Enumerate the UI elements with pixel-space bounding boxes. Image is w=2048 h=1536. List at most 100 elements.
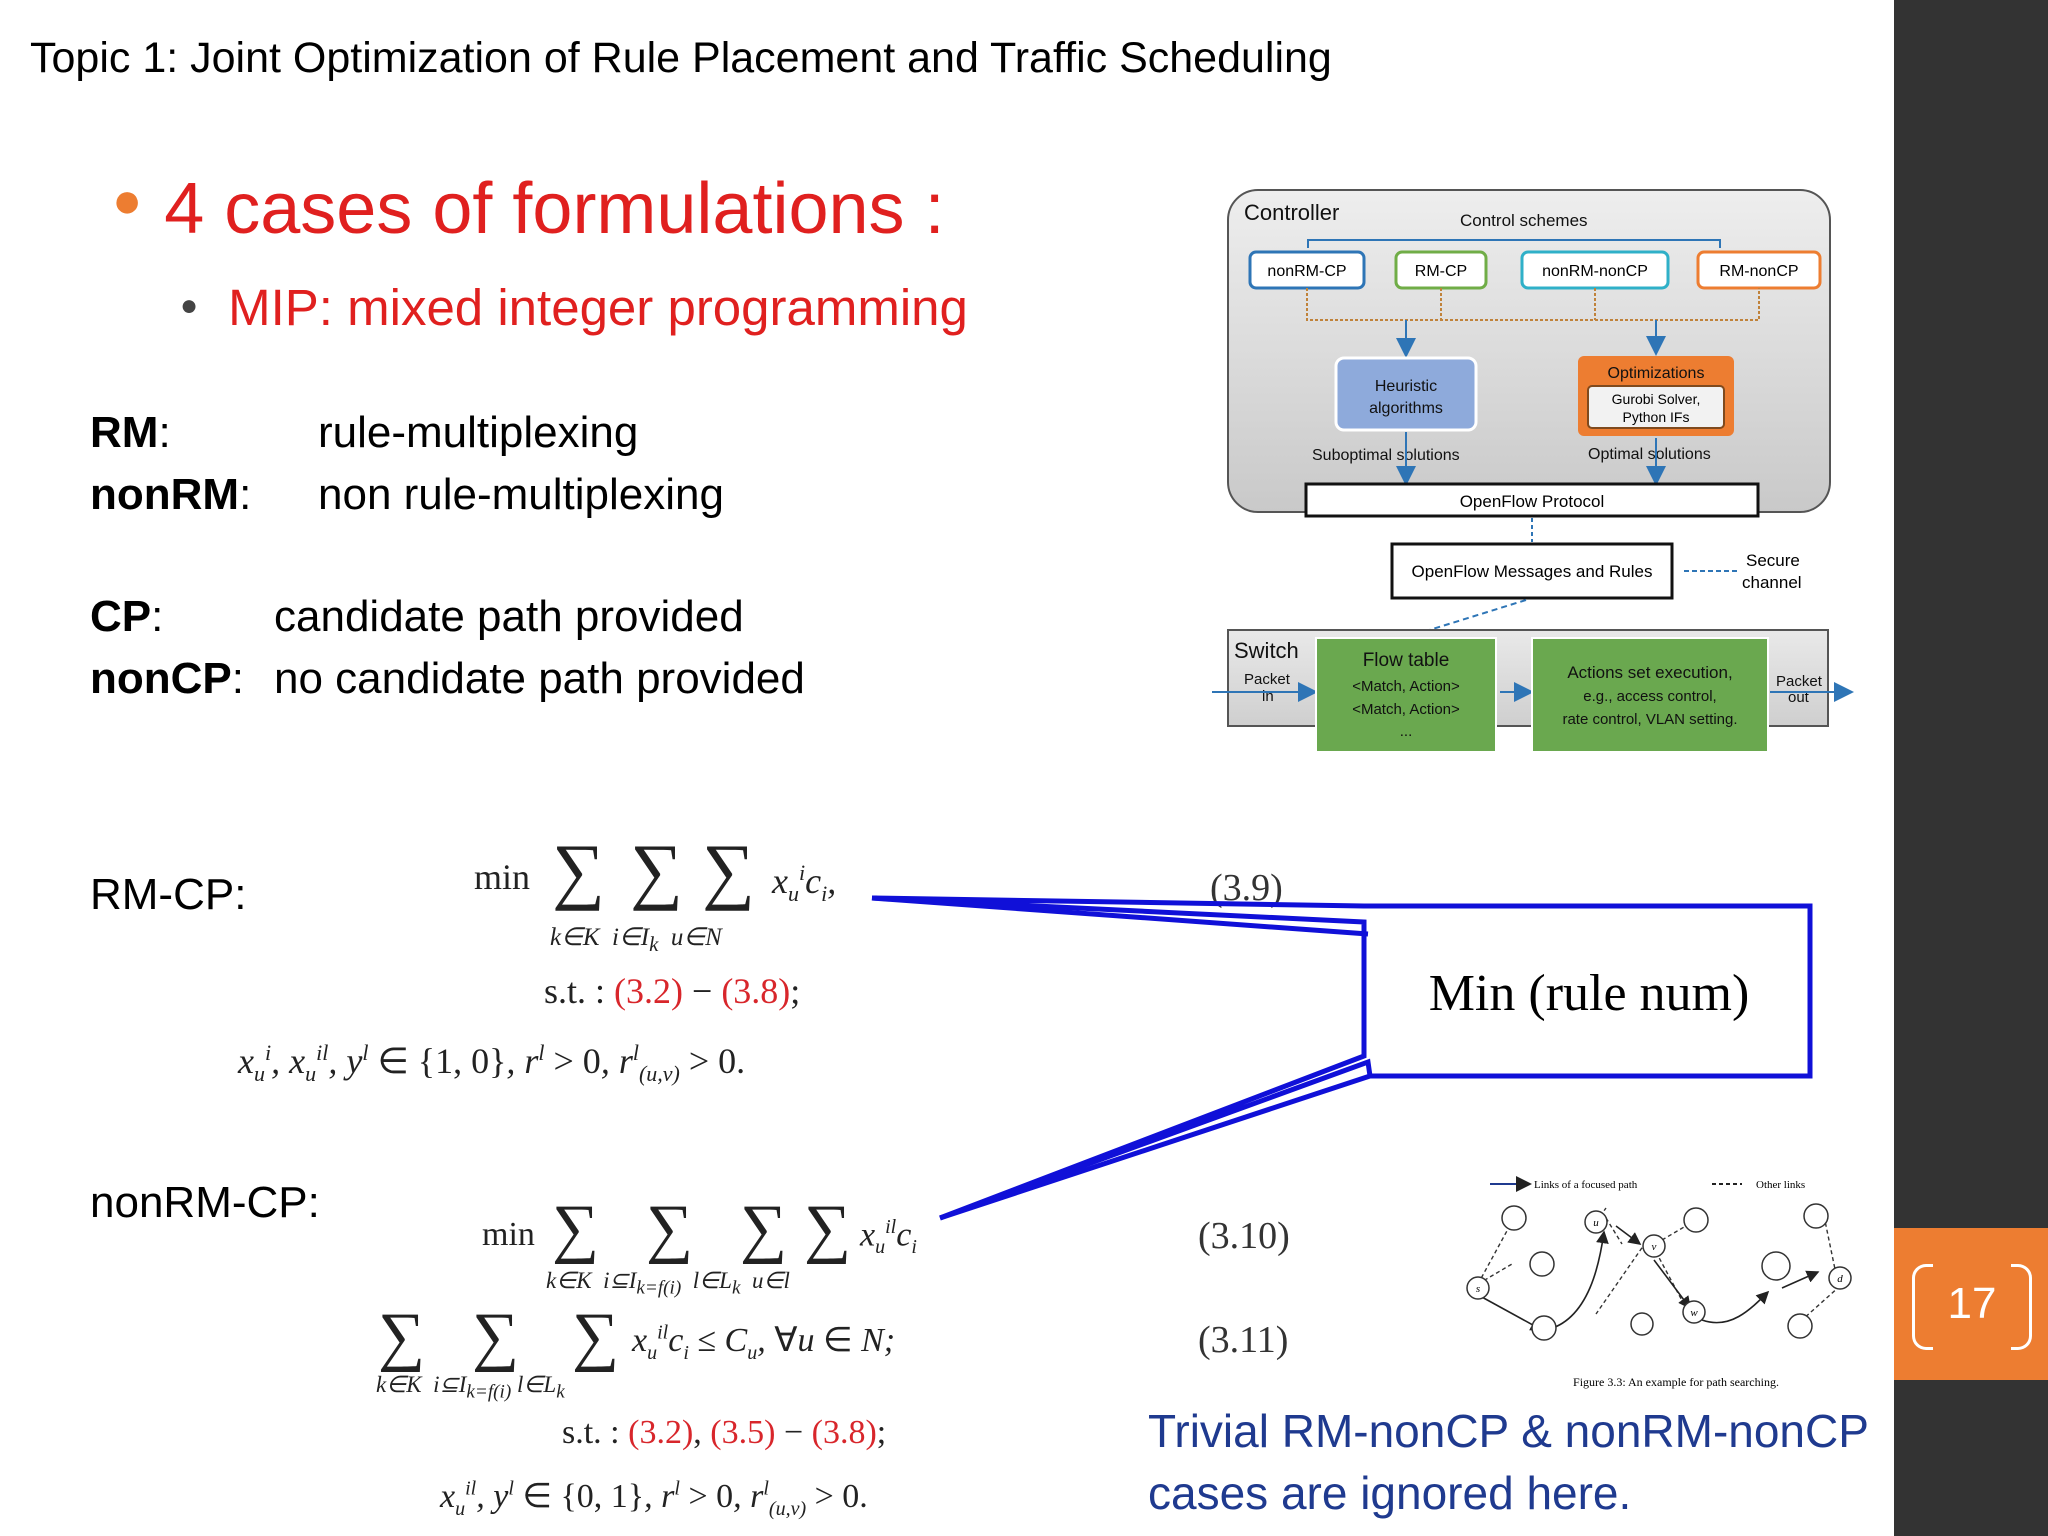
openflow-protocol-box (1304, 482, 1760, 518)
page-number: 17 (1912, 1264, 2032, 1350)
bullet-main: ●4 cases of formulations : (112, 168, 945, 250)
rmcp-label: RM-CP: (90, 870, 247, 919)
gurobi-label: Python IFs (1623, 409, 1690, 425)
openflow-messages-label: OpenFlow Messages and Rules (1412, 562, 1653, 581)
packet-in-label: in (1262, 688, 1274, 705)
heuristic-box (1334, 356, 1478, 432)
packet-out-label: Packet (1776, 673, 1823, 690)
flow-table-ellipsis: ... (1400, 723, 1413, 740)
graph-node-d (1828, 1266, 1852, 1290)
bullet-sub: ●MIP: mixed integer programming (180, 278, 968, 337)
legend-focused-label: Links of a focused path (1534, 1179, 1638, 1191)
graph-node (1787, 1313, 1813, 1339)
capacity-constraint: xuilci ≤ Cu, ∀u ∈ N; (632, 1321, 896, 1364)
graph-node (1501, 1205, 1527, 1231)
scheme-label: nonRM-nonCP (1542, 263, 1648, 280)
sum-icon: ∑ (472, 1300, 520, 1373)
rmcp-domain: xui, xuil, yl ∈ {1, 0}, rl > 0, rl(u,v) … (238, 1040, 746, 1087)
scheme-connectors (1306, 288, 1760, 321)
def-nonrm-value: non rule-multiplexing (318, 470, 724, 519)
callout-pointer-line (939, 1073, 1371, 1221)
match-action-entry: <Match, Action> (1352, 701, 1460, 718)
sum-icon: ∑ (630, 830, 683, 912)
optimal-label: Optimal solutions (1588, 446, 1711, 463)
sum-icon: ∑ (646, 1192, 694, 1265)
def-cp-value: candidate path provided (274, 592, 744, 641)
heuristic-label: algorithms (1369, 400, 1443, 417)
secure-channel-label: channel (1742, 573, 1802, 592)
secure-channel-link (1319, 599, 1527, 665)
openflow-messages-box (1390, 542, 1674, 600)
def-rm-key: RM: (90, 408, 171, 457)
sum-icon: ∑ (804, 1192, 852, 1265)
sum-icon: ∑ (702, 830, 755, 912)
gurobi-box (1587, 385, 1725, 429)
sdn-architecture-diagram: Controller Control schemes nonRM-CP RM-C… (1212, 189, 1854, 753)
flow-table-box (1315, 637, 1497, 753)
switch-label: Switch (1234, 638, 1299, 663)
match-action-entry: <Match, Action> (1352, 678, 1460, 695)
rmcp-objective: min (474, 857, 531, 897)
sum-icon: ∑ (552, 830, 605, 912)
scheme-label: nonRM-CP (1267, 263, 1346, 280)
openflow-protocol-label: OpenFlow Protocol (1460, 492, 1605, 511)
nonrmcp-label: nonRM-CP: (90, 1178, 320, 1227)
note-text: Trivial RM-nonCP & nonRM-nonCP cases are… (1148, 1400, 1888, 1524)
graph-node (1630, 1312, 1654, 1336)
node-label: w (1690, 1307, 1698, 1319)
graph-node (1531, 1315, 1557, 1341)
page-number-tab (1894, 1228, 2048, 1380)
actions-box (1531, 637, 1769, 753)
packet-out-label: out (1788, 689, 1810, 706)
heuristic-label: Heuristic (1375, 378, 1437, 395)
rmcp-constraints: s.t. : (3.2) − (3.8); (544, 971, 801, 1011)
node-label: s (1476, 1283, 1480, 1295)
actions-label: Actions set execution, (1567, 663, 1732, 682)
figure-caption: Figure 3.3: An example for path searchin… (1573, 1375, 1779, 1389)
sum-icon: ∑ (378, 1300, 426, 1373)
graph-node-s (1466, 1276, 1490, 1300)
eq-number: (3.11) (1198, 1319, 1289, 1361)
def-rm-value: rule-multiplexing (318, 408, 639, 457)
node-label: d (1837, 1273, 1843, 1285)
legend-other-label: Other links (1756, 1179, 1805, 1191)
callout-outline (871, 895, 1813, 1221)
page-number-text: 17 (1947, 1279, 1997, 1328)
packet-in-label: Packet (1244, 671, 1291, 688)
actions-label: e.g., access control, (1583, 688, 1716, 705)
nonrmcp-objective: min (482, 1216, 535, 1253)
eq-number: (3.10) (1198, 1215, 1290, 1257)
actions-label: rate control, VLAN setting. (1562, 711, 1737, 728)
def-noncp-value: no candidate path provided (274, 654, 805, 703)
node-label: v (1652, 1241, 1657, 1253)
graph-node-w (1682, 1300, 1706, 1324)
capacity-sum-index: k∈K i⊆Ik=f(i) l∈Lk (376, 1372, 565, 1403)
graph-node (1683, 1207, 1709, 1233)
controller-label: Controller (1244, 200, 1339, 225)
nonrmcp-constraints: s.t. : (3.2), (3.5) − (3.8); (562, 1414, 887, 1451)
scheme-label: RM-CP (1415, 263, 1467, 280)
nonrmcp-sum-index: k∈K i⊆Ik=f(i) l∈Lk u∈l (546, 1268, 790, 1299)
sum-icon: ∑ (552, 1192, 600, 1265)
graph-node-v (1642, 1234, 1666, 1258)
flow-table-label: Flow table (1363, 650, 1450, 671)
control-schemes-label: Control schemes (1460, 211, 1588, 230)
bullet-main-text: 4 cases of formulations : (164, 169, 945, 249)
graph-nodes (1466, 1203, 1852, 1341)
def-cp-key: CP: (90, 592, 164, 641)
optimizations-label: Optimizations (1608, 365, 1705, 382)
bullet-sub-text: MIP: mixed integer programming (228, 279, 968, 336)
schemes-brace (1307, 239, 1721, 248)
callout-pointer-line (871, 895, 1369, 937)
def-noncp-key: nonCP: (90, 654, 244, 703)
sum-icon: ∑ (572, 1300, 620, 1373)
node-labels: s u v w d (1476, 1217, 1843, 1319)
rmcp-term: xuici, (772, 860, 837, 907)
graph-node (1529, 1251, 1555, 1277)
def-nonrm-key: nonRM: (90, 470, 252, 519)
focused-path-links (1479, 1225, 1820, 1331)
node-label: u (1593, 1217, 1599, 1229)
graph-node (1761, 1251, 1791, 1281)
note-line-2: cases are ignored here. (1148, 1467, 1632, 1519)
